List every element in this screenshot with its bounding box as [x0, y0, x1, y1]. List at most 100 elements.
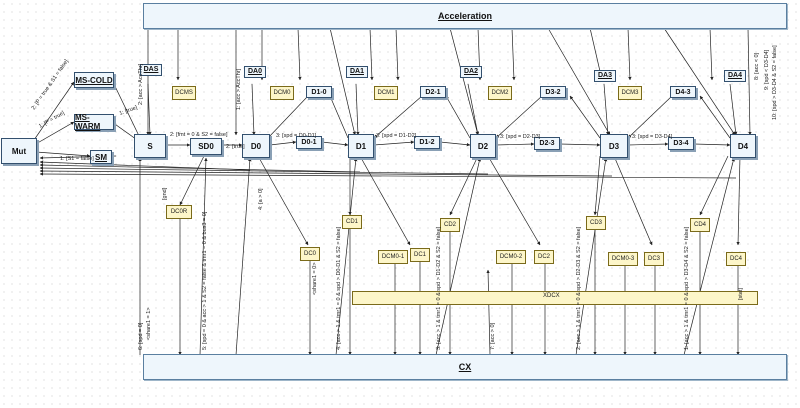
state-d4[interactable]: D4 [730, 134, 756, 158]
state-label: MS-WARM [75, 113, 101, 131]
state-d3-4[interactable]: D3-4 [668, 137, 694, 150]
cond-dc2[interactable]: DC2 [534, 250, 554, 264]
edge-label: 1: [S1 = false] [60, 156, 94, 162]
state-label: D0 [250, 141, 262, 151]
tag-label: DAS [143, 66, 159, 73]
state-label: D2-3 [539, 140, 555, 147]
edge-label: [stat] [738, 288, 744, 300]
state-d1-0[interactable]: D1-0 [306, 86, 332, 98]
state-d1[interactable]: D1 [348, 134, 374, 158]
state-d2-3[interactable]: D2-3 [534, 137, 560, 150]
tag-label: DA2 [463, 68, 478, 75]
tag-label: DA4 [727, 72, 742, 79]
edge-label: <share1 = 0> [312, 262, 318, 295]
acceleration-box[interactable]: Acceleration [143, 3, 787, 29]
state-label: D4 [737, 141, 749, 151]
cond-dcm0-2[interactable]: DCM0-2 [496, 250, 526, 264]
edge-label: <share1 = 1> [146, 307, 152, 340]
state-label: S [147, 141, 153, 151]
edge-label: 3: [spd = D2-D3] [500, 134, 541, 140]
state-label: MS-COLD [75, 75, 113, 85]
tag-da3[interactable]: DA3 [594, 70, 616, 82]
tag-label: DA0 [247, 68, 262, 75]
state-sd0[interactable]: SD0 [190, 138, 222, 155]
tag-label: DA1 [349, 68, 364, 75]
edge-label: 3: [acc > 1 & tmr1 = 0 & spd > D1-D2 & S… [436, 226, 442, 350]
state-label: D4-3 [675, 88, 691, 96]
state-d0-1[interactable]: D0-1 [296, 136, 322, 149]
tag-label: DA3 [597, 72, 612, 79]
state-sm[interactable]: SM [90, 150, 112, 164]
cond-dc3[interactable]: DC3 [644, 252, 664, 266]
edge-label: [gnd] [162, 187, 168, 200]
cond-cd4[interactable]: CD4 [690, 218, 710, 232]
state-label: D3-4 [673, 140, 689, 147]
cond-cd3[interactable]: CD3 [586, 216, 606, 230]
edge-label: 3: [spd = D3-D4] [632, 134, 673, 140]
state-label: D2-1 [425, 88, 441, 96]
cond-dcm3[interactable]: DCM3 [618, 86, 642, 100]
edge-label: 6: [spd = 0] [138, 322, 144, 350]
edge-label: 1: [P = true] [38, 110, 66, 130]
state-ms-cold[interactable]: MS-COLD [74, 72, 114, 88]
cond-cd1[interactable]: CD1 [342, 215, 362, 229]
edge-label: 4: [a > 0] [258, 188, 264, 210]
state-label: D1-2 [419, 139, 435, 146]
state-d4-3[interactable]: D4-3 [670, 86, 696, 98]
state-label: D0-1 [301, 139, 317, 146]
cond-dcm0-3[interactable]: DCM0-3 [608, 252, 638, 266]
cond-dc0[interactable]: DC0 [300, 247, 320, 261]
cond-dcm0-1[interactable]: DCM0-1 [378, 250, 408, 264]
edge-label: 2: [acc > 1 & tmr1 = 0 & spd > D2-D3 & S… [576, 226, 582, 350]
state-label: D1-0 [311, 88, 327, 96]
tag-da0[interactable]: DA0 [244, 66, 266, 78]
tag-da2[interactable]: DA2 [460, 66, 482, 78]
edge-label: 3: [spd = D0-D1] [276, 133, 317, 139]
state-label: D1 [355, 141, 367, 151]
state-label: SM [95, 152, 107, 162]
edge-label: 2: [fmt = 0 & S2 = false] [170, 132, 228, 138]
tag-da1[interactable]: DA1 [346, 66, 368, 78]
edge-label: 2: [P = true & S1 = false] [31, 58, 70, 111]
acceleration-title: Acceleration [437, 11, 493, 21]
edge-label: 1: [acc > AccThr] [236, 68, 242, 110]
state-d2-1[interactable]: D2-1 [420, 86, 446, 98]
cond-dcm1[interactable]: DCM1 [374, 86, 398, 100]
state-label: D3-2 [545, 88, 561, 96]
edge-label: 2: [true] [226, 144, 245, 150]
cond-dc4[interactable]: DC4 [726, 252, 746, 266]
tag-da4[interactable]: DA4 [724, 70, 746, 82]
state-d0[interactable]: D0 [242, 134, 270, 158]
edge-label: 5: [spd = 0 & acc > 1 & S2 = false & tmr… [202, 211, 208, 350]
edge-label: 9: [spd < D3-D4] [764, 49, 770, 90]
state-label: D3 [608, 141, 620, 151]
cond-dcms[interactable]: DCMS [172, 86, 196, 100]
cond-cd2[interactable]: CD2 [440, 218, 460, 232]
state-d3[interactable]: D3 [600, 134, 628, 158]
cond-dcm0[interactable]: DCM0 [270, 86, 294, 100]
state-ms-warm[interactable]: MS-WARM [74, 113, 114, 131]
state-d2[interactable]: D2 [470, 134, 496, 158]
state-d1-2[interactable]: D1-2 [414, 136, 440, 149]
state-label: SD0 [198, 142, 214, 151]
edge-label: 1: [acc > 1 & tmr1 = 0 & spd > D3-D4 & S… [684, 226, 690, 350]
state-label: Mut [11, 146, 27, 156]
xdcx-bar[interactable]: XDCX [352, 291, 758, 305]
state-label: D2 [477, 141, 489, 151]
tag-das[interactable]: DAS [140, 64, 162, 76]
edge-label: 8: [acc < 0] [754, 52, 760, 80]
cond-dc1[interactable]: DC1 [410, 248, 430, 262]
cx-title: CX [458, 362, 472, 372]
cx-box[interactable]: CX [143, 354, 787, 380]
edge-label: 7: [acc > 0] [490, 322, 496, 350]
state-s[interactable]: S [134, 134, 166, 158]
cond-dcm2[interactable]: DCM2 [488, 86, 512, 100]
state-mut[interactable]: Mut [1, 138, 37, 164]
cond-dc0r[interactable]: DC0R [166, 205, 192, 219]
edge-label: 2: [acc > AccThr] [138, 63, 144, 105]
state-d3-2[interactable]: D3-2 [540, 86, 566, 98]
edge-label: 1: [true] [119, 105, 139, 117]
